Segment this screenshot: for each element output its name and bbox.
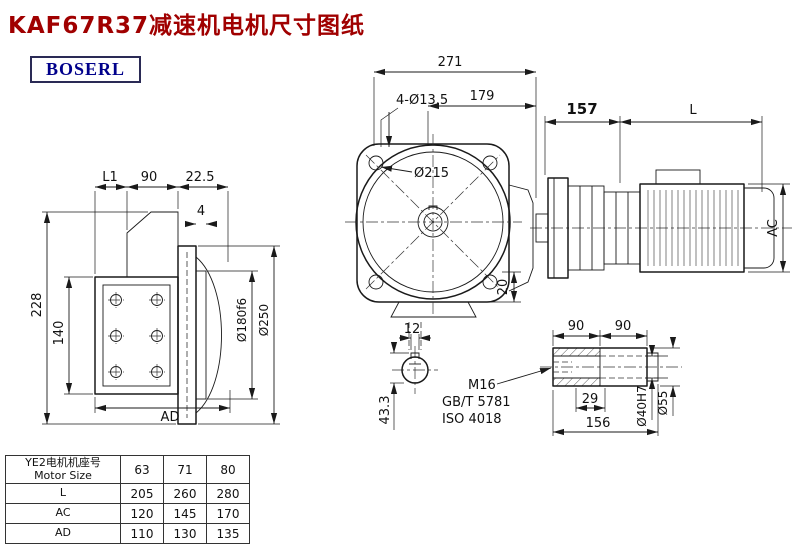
motor-fins <box>647 190 739 266</box>
dim-228: 228 <box>30 293 45 318</box>
table-cell: 170 <box>206 503 250 525</box>
table-cell: 120 <box>120 503 164 525</box>
table-row-label: L <box>5 483 121 505</box>
dim-ad: AD <box>161 410 180 425</box>
table-header-motor-size: YE2电机机座号 Motor Size <box>5 454 121 485</box>
table-cell: 80 <box>206 454 250 485</box>
table-row: L 205 260 280 <box>5 483 250 505</box>
table-cell: 135 <box>206 523 250 544</box>
dim-271: 271 <box>438 55 463 70</box>
table-cell: 145 <box>163 503 207 525</box>
dim-4: 4 <box>197 204 205 219</box>
dim-179: 179 <box>470 89 495 104</box>
brand-logo: BOSERL <box>30 56 142 83</box>
dim-22-5: 22.5 <box>186 170 215 185</box>
shaft-end-view: 12 43.3 <box>378 322 438 430</box>
table-row: AC 120 145 170 <box>5 503 250 525</box>
table-cell: 130 <box>163 523 207 544</box>
table-cell: 71 <box>163 454 207 485</box>
dim-29: 29 <box>582 392 599 407</box>
dim-12: 12 <box>404 322 421 337</box>
motor-size-table: YE2电机机座号 Motor Size 63 71 80 L 205 260 2… <box>5 454 250 544</box>
brand-logo-text: BOSERL <box>46 59 126 79</box>
table-cell: 63 <box>120 454 164 485</box>
page-title: KAF67R37减速机电机尺寸图纸 <box>8 13 366 39</box>
dim-20: 20 <box>496 279 511 296</box>
dim-l-motor: L <box>689 103 697 118</box>
dia-40h7: Ø40H7 <box>635 385 649 426</box>
hollow-shaft-detail: 90 90 M16 GB/T 5781 ISO 4018 29 156 Ø40H… <box>442 319 682 436</box>
dim-ac: AC <box>766 219 781 237</box>
dim-43-3: 43.3 <box>378 396 393 425</box>
motor-side-view: 157 L AC <box>530 100 792 279</box>
table-header-cn: YE2电机机座号 <box>25 456 101 469</box>
table-cell: 260 <box>163 483 207 505</box>
dim-90-side: 90 <box>141 170 158 185</box>
table-row-label: AC <box>5 503 121 525</box>
dia-250: Ø250 <box>257 304 271 336</box>
table-header-row: YE2电机机座号 Motor Size 63 71 80 <box>5 454 250 485</box>
dim-157: 157 <box>566 100 597 118</box>
dia-180f6: Ø180f6 <box>235 298 249 342</box>
table-cell: 110 <box>120 523 164 544</box>
dia-215: Ø215 <box>414 166 449 181</box>
label-m16: M16 <box>468 378 496 393</box>
label-gbt-5781: GB/T 5781 <box>442 395 511 410</box>
label-bolt-holes: 4-Ø13.5 <box>396 93 448 108</box>
label-iso-4018: ISO 4018 <box>442 412 502 427</box>
table-row: AD 110 130 135 <box>5 523 250 544</box>
table-row-label: AD <box>5 523 121 544</box>
table-cell: 280 <box>206 483 250 505</box>
table-cell: 205 <box>120 483 164 505</box>
dim-90-right: 90 <box>615 319 632 334</box>
dim-90-left: 90 <box>568 319 585 334</box>
dim-140: 140 <box>52 321 67 346</box>
gearbox-side-view: L1 90 22.5 4 228 140 AD Ø180f6 Ø250 <box>30 170 280 425</box>
dia-55: Ø55 <box>656 391 670 416</box>
dim-l1: L1 <box>102 170 118 185</box>
front-flange-view: 271 179 4-Ø13.5 Ø215 20 <box>345 55 537 318</box>
table-header-en: Motor Size <box>34 468 92 482</box>
dim-156: 156 <box>586 416 611 431</box>
